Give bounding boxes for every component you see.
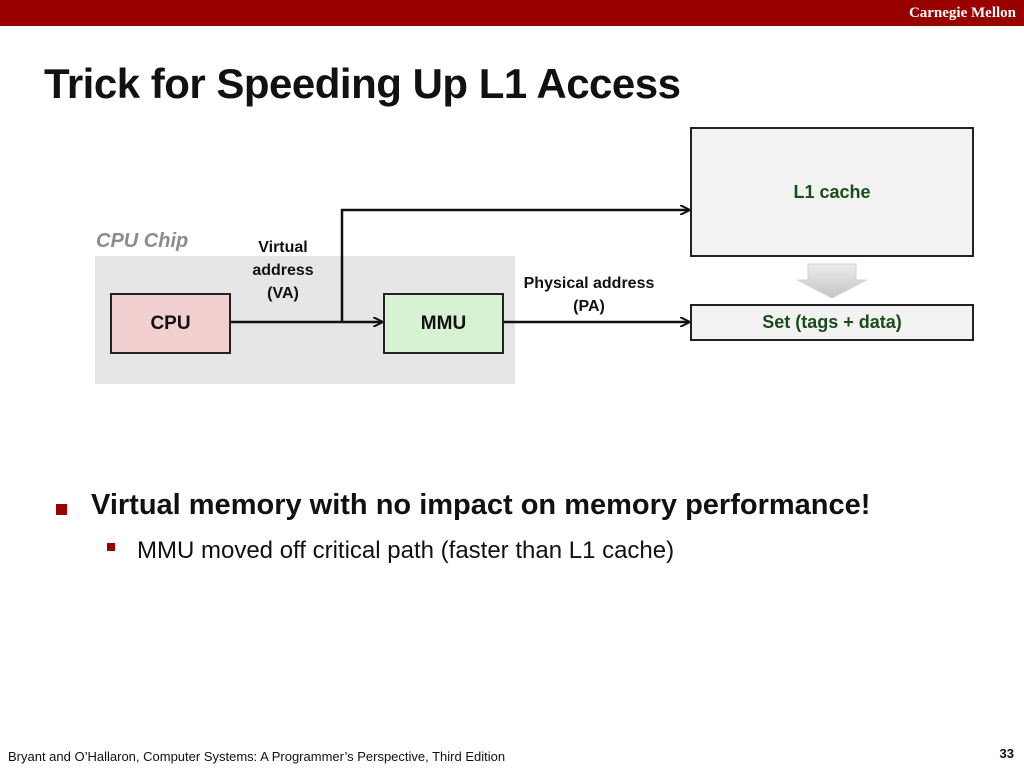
sub-bullet-text: MMU moved off critical path (faster than…: [137, 537, 675, 564]
brand-label: Carnegie Mellon: [908, 5, 1016, 21]
set-selection-down-arrow: [797, 263, 867, 299]
top-banner: Carnegie Mellon: [0, 0, 1024, 26]
slide-title: Trick for Speeding Up L1 Access: [44, 60, 681, 107]
cpu-box: CPU: [110, 293, 231, 354]
page-number: 33: [999, 746, 1014, 761]
cache-set-box: Set (tags + data): [690, 304, 974, 341]
cpu-chip-label: CPU Chip: [96, 230, 189, 252]
sub-bullet-marker: [107, 543, 115, 551]
va-arrow-to-l1-cache: [340, 210, 688, 322]
bullet-text: Virtual memory with no impact on memory …: [91, 489, 871, 521]
footer-citation: Bryant and O’Hallaron, Computer Systems:…: [8, 749, 506, 764]
mmu-box: MMU: [383, 293, 504, 354]
physical-address-label: Physical address (PA): [523, 275, 655, 315]
bullet-marker: [56, 504, 67, 515]
virtual-address-label: Virtual address (VA): [252, 239, 314, 302]
l1-cache-box: L1 cache: [690, 127, 974, 257]
